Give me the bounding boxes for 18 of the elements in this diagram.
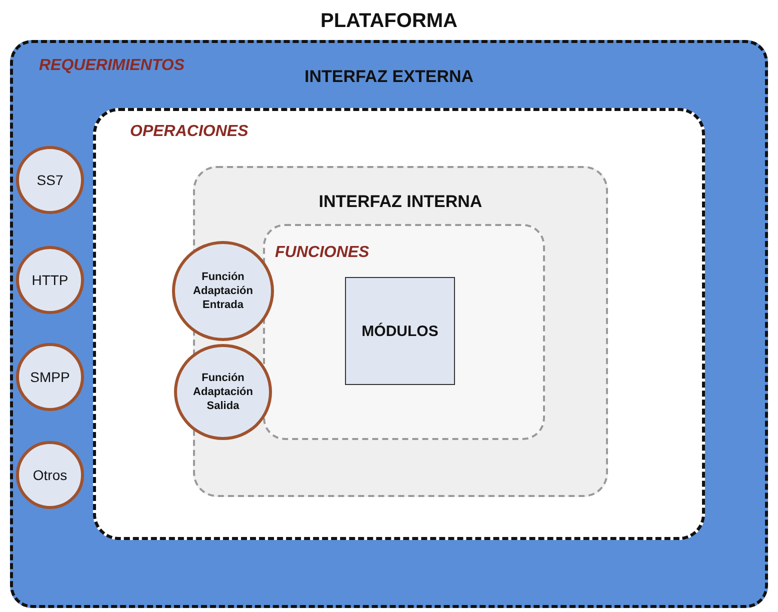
platform-panel xyxy=(10,40,768,608)
functions-panel xyxy=(263,224,545,440)
diagram-title: PLATAFORMA xyxy=(319,10,458,33)
internal-interface-panel xyxy=(193,166,608,497)
box-label: MÓDULOS xyxy=(362,322,438,340)
modules-box xyxy=(345,277,455,385)
circle-label: SMPP xyxy=(30,369,70,385)
section-label: REQUERIMIENTOS xyxy=(39,57,184,75)
circle-label: Función Adaptación Salida xyxy=(192,371,254,413)
circle-label: HTTP xyxy=(32,272,68,288)
section-heading: INTERFAZ INTERNA xyxy=(318,192,482,211)
section-label: OPERACIONES xyxy=(130,123,248,141)
circle-label: SS7 xyxy=(36,172,64,188)
section-label: FUNCIONES xyxy=(275,244,370,262)
operations-panel xyxy=(93,108,705,540)
circle-label: Otros xyxy=(32,467,68,483)
section-heading: INTERFAZ EXTERNA xyxy=(304,67,474,86)
circle-label: Función Adaptación Entrada xyxy=(192,270,254,312)
